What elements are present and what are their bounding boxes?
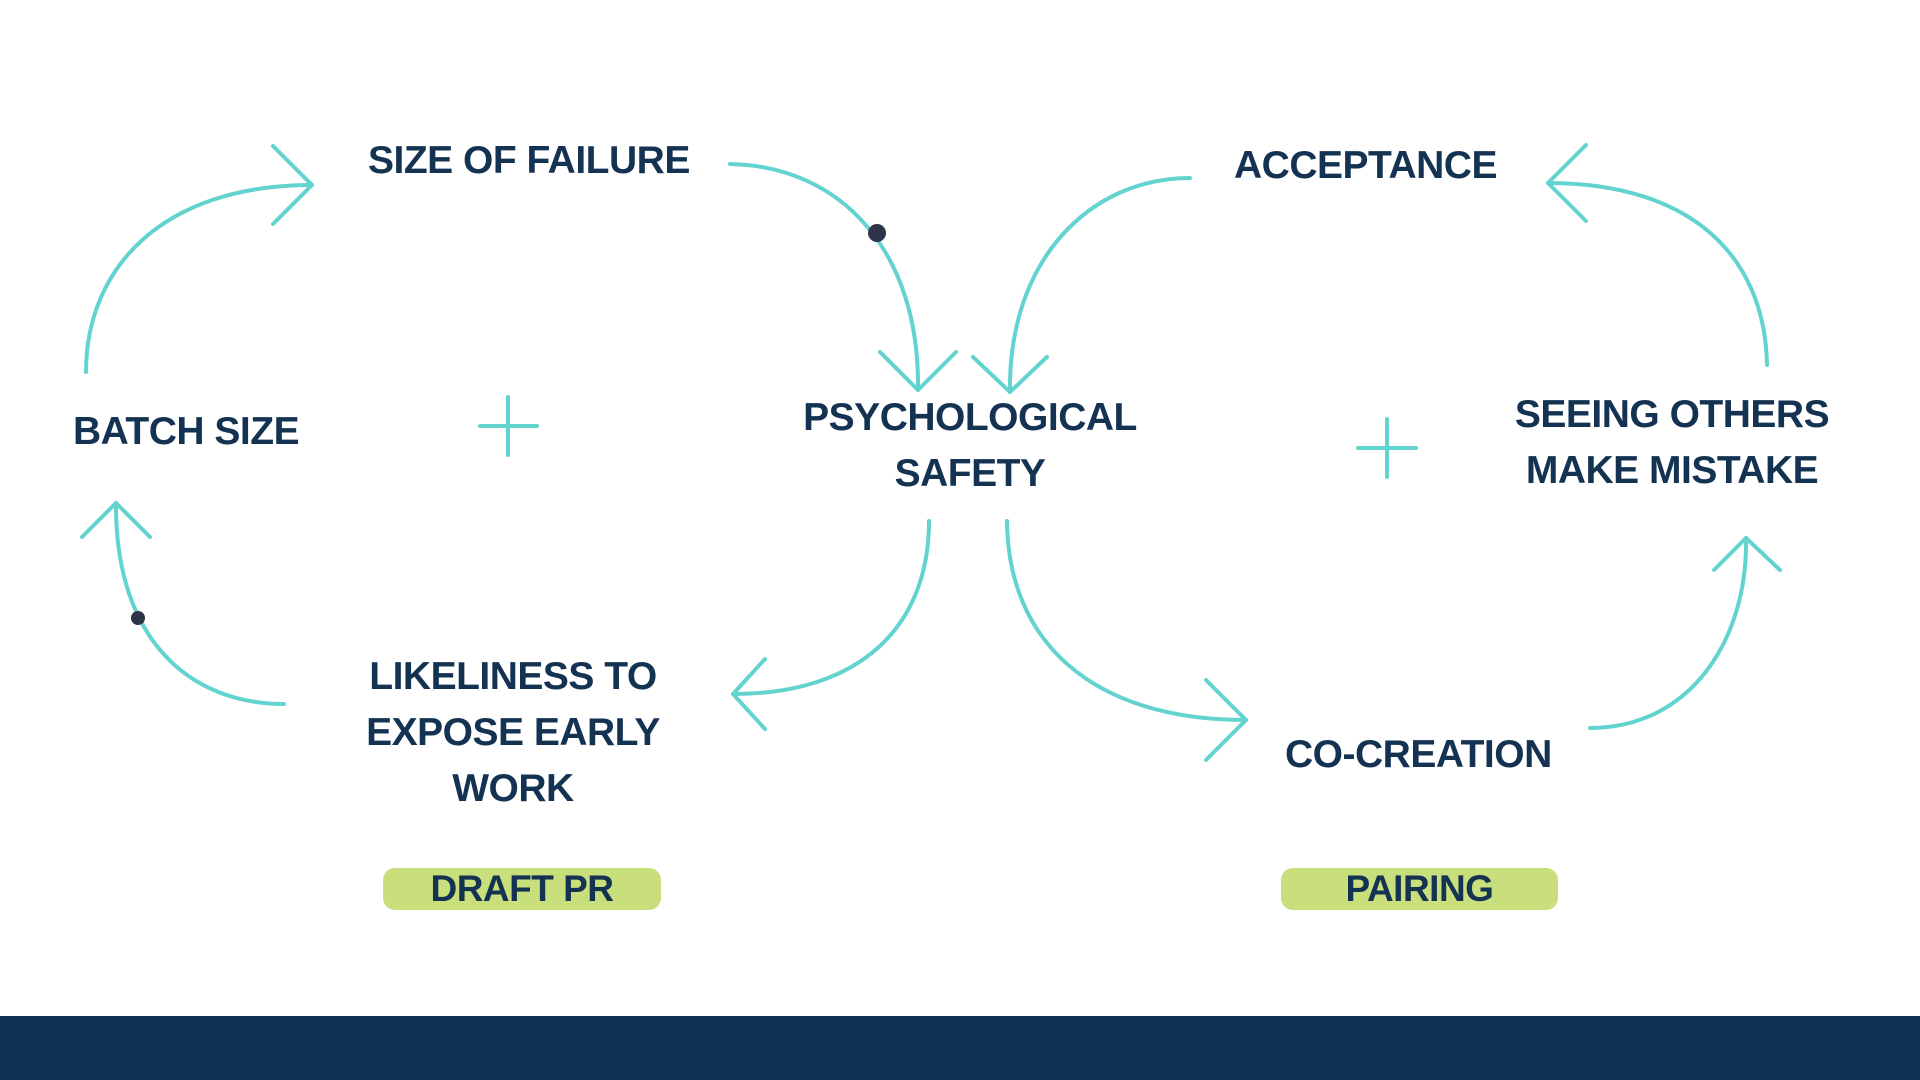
arrow-failure-to-safety bbox=[728, 162, 958, 392]
plus-icon bbox=[1356, 417, 1418, 479]
node-co-creation: CO-CREATION bbox=[1285, 733, 1552, 776]
node-seeing-others-line2: MAKE MISTAKE bbox=[1525, 449, 1819, 492]
dot-icon bbox=[131, 611, 145, 625]
arrow-likeliness-to-batch bbox=[80, 501, 286, 706]
node-likeliness-line2: EXPOSE EARLY bbox=[366, 711, 660, 754]
node-batch-size: BATCH SIZE bbox=[73, 410, 300, 453]
node-seeing-others-line1: SEEING OTHERS bbox=[1514, 393, 1830, 436]
arrow-safety-to-cocreation bbox=[1005, 519, 1248, 762]
node-seeing-others: SEEING OTHERS MAKE MISTAKE bbox=[1472, 387, 1872, 499]
node-psychological-safety: PSYCHOLOGICAL SAFETY bbox=[770, 390, 1170, 502]
node-size-of-failure: SIZE OF FAILURE bbox=[368, 139, 690, 182]
node-psychological-safety-line2: SAFETY bbox=[894, 452, 1046, 495]
footer-bar bbox=[0, 1016, 1920, 1080]
dot-icon bbox=[868, 224, 886, 242]
node-likeliness: LIKELINESS TO EXPOSE EARLY WORK bbox=[313, 649, 713, 817]
arrow-safety-to-likeliness bbox=[731, 519, 931, 731]
arrow-batch-to-failure bbox=[84, 144, 314, 374]
node-acceptance: ACCEPTANCE bbox=[1234, 144, 1497, 187]
plus-icon bbox=[478, 395, 539, 457]
tag-pairing: PAIRING bbox=[1281, 868, 1558, 910]
arrow-acceptance-to-safety bbox=[971, 176, 1192, 394]
node-likeliness-line1: LIKELINESS TO bbox=[369, 655, 657, 698]
node-psychological-safety-line1: PSYCHOLOGICAL bbox=[803, 396, 1137, 439]
arrow-others-to-acceptance bbox=[1546, 143, 1769, 367]
tag-draft-pr: DRAFT PR bbox=[383, 868, 661, 910]
arrow-cocreation-to-others bbox=[1588, 536, 1782, 730]
node-likeliness-line3: WORK bbox=[452, 767, 574, 810]
